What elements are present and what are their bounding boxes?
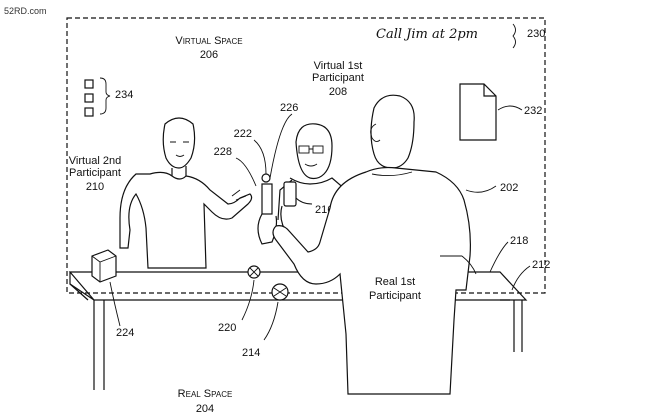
ref-224: 224 — [116, 327, 134, 339]
leader-232 — [497, 105, 523, 111]
brace-234 — [99, 77, 111, 115]
ref-230: 230 — [527, 28, 545, 40]
leader-220 — [241, 279, 255, 321]
ref-218: 218 — [510, 235, 528, 247]
handwritten-note: Call Jim at 2pm — [376, 27, 478, 42]
real-space-ref: 204 — [196, 403, 214, 415]
box-object-edges — [91, 255, 117, 282]
ref-232: 232 — [524, 105, 542, 117]
leader-202 — [465, 185, 497, 193]
leader-226 — [269, 113, 293, 179]
virtual-1st-label-2: Participant — [312, 72, 364, 84]
ref-226: 226 — [280, 102, 298, 114]
ball-pattern — [249, 267, 259, 277]
ref-212: 212 — [532, 259, 550, 271]
box-object-icon — [91, 249, 117, 283]
ref-222: 222 — [234, 128, 252, 140]
real-1st-participant-figure — [272, 94, 477, 395]
virtual-1st-ref: 208 — [329, 86, 347, 98]
checkbox-icon — [84, 79, 94, 89]
phone-icon — [283, 181, 297, 207]
leader-212 — [511, 265, 531, 291]
checkbox-icon — [84, 93, 94, 103]
virtual-space-ref: 206 — [200, 49, 218, 61]
ref-228: 228 — [214, 146, 232, 158]
handheld-device-icon — [261, 183, 273, 215]
real-space-label: Real Space — [178, 388, 233, 400]
ball-pattern — [273, 287, 287, 297]
ref-214: 214 — [242, 347, 260, 359]
virtual-space-label: Virtual Space — [175, 35, 242, 47]
virtual-2nd-label-2: Participant — [69, 167, 121, 179]
virtual-2nd-participant-figure — [119, 117, 253, 269]
virtual-space-boundary — [66, 17, 546, 294]
real-1st-label-2: Participant — [369, 290, 421, 302]
ref-234: 234 — [115, 89, 133, 101]
virtual-1st-participant-figure — [277, 123, 347, 261]
leader-214 — [263, 301, 279, 341]
leader-228 — [235, 157, 257, 187]
virtual-1st-label: Virtual 1st — [314, 60, 363, 72]
leader-218 — [489, 241, 509, 273]
note-brace — [512, 23, 516, 49]
leader-222 — [253, 139, 267, 175]
watermark: 52RD.com — [4, 6, 47, 16]
virtual-2nd-label: Virtual 2nd — [69, 155, 121, 167]
ball-icon — [261, 173, 271, 183]
hand-outline — [257, 213, 278, 245]
leader-216 — [295, 197, 313, 205]
leader-224 — [109, 281, 121, 327]
virtual-2nd-ref: 210 — [86, 181, 104, 193]
document-icon — [459, 83, 497, 141]
ref-220: 220 — [218, 322, 236, 334]
ref-202: 202 — [500, 182, 518, 194]
real-1st-label: Real 1st — [375, 276, 415, 288]
checkbox-icon — [84, 107, 94, 117]
